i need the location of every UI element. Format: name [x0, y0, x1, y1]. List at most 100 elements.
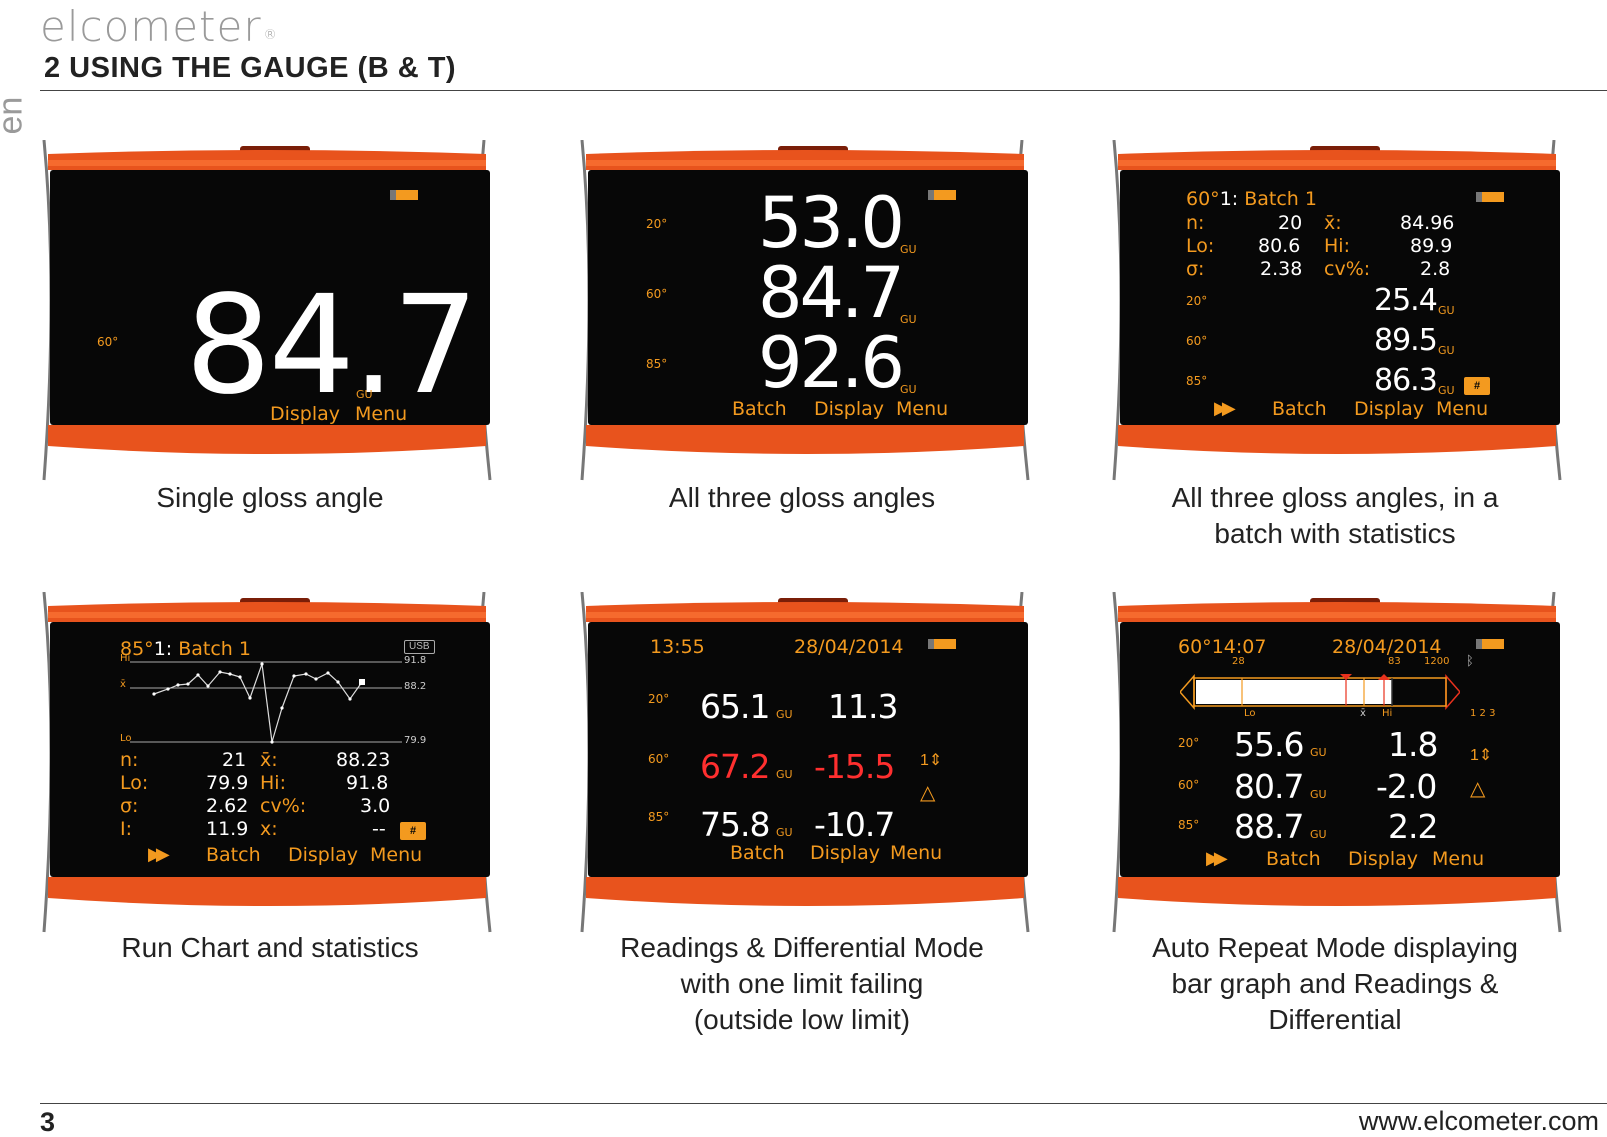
softkey-display[interactable]: Display: [1348, 848, 1419, 870]
softkey-display[interactable]: Display: [810, 842, 881, 864]
scale-label: 28: [1232, 656, 1245, 667]
header-divider: [40, 90, 1607, 91]
softkey-batch[interactable]: Batch: [206, 844, 261, 866]
usb-icon: USB: [404, 640, 435, 654]
softkey-batch[interactable]: Batch: [1266, 848, 1321, 870]
stat-n-label: n:: [1186, 212, 1205, 234]
angle-label: 85°: [646, 357, 668, 371]
unit-label: GU: [1310, 828, 1327, 841]
softkey-batch[interactable]: Batch: [730, 842, 785, 864]
batch-folder-icon: #: [1464, 377, 1490, 395]
batch-folder-icon: #: [400, 822, 426, 840]
batch-title: 85°1: Batch 1: [120, 638, 251, 660]
softkey-menu[interactable]: Menu: [1436, 398, 1489, 420]
caption-single-angle: Single gloss angle: [156, 482, 384, 513]
battery-icon: [390, 190, 418, 200]
gauge-screen: 13:55 28/04/2014 20° 65.1 GU 11.3 60° 67…: [588, 622, 1028, 877]
softkey-menu[interactable]: Menu: [355, 403, 408, 425]
softkey-menu[interactable]: Menu: [370, 844, 423, 866]
device-three-angles: 20° 53.0 GU 60° 84.7 GU 85° 92.6 GU Batc…: [578, 140, 1038, 485]
caption-auto-repeat: Auto Repeat Mode displaying bar graph an…: [1100, 930, 1570, 1038]
caption-line: Readings & Differential Mode: [620, 932, 984, 963]
clock-time: 13:55: [650, 636, 705, 658]
stat-sd-value: 2.38: [1260, 258, 1303, 280]
diff-value: 2.2: [1388, 807, 1438, 846]
gauge-bezel: [42, 140, 492, 481]
stat-cv-label: cv%:: [1324, 258, 1371, 280]
elcometer-logo: elcometer®: [40, 2, 278, 51]
diff-value: 1.8: [1388, 725, 1438, 764]
softkey-menu[interactable]: Menu: [896, 398, 949, 420]
stat-x-label: x:: [260, 818, 278, 840]
differential-triangle-icon: △: [1470, 778, 1486, 800]
run-points: [152, 662, 365, 744]
angle-label: 20°: [646, 217, 668, 231]
reading-value: 80.7: [1234, 767, 1304, 806]
website-link[interactable]: www.elcometer.com: [1358, 1106, 1599, 1136]
gauge-bezel: [42, 592, 492, 933]
softkey-batch[interactable]: Batch: [732, 398, 787, 420]
footer-divider: [40, 1103, 1607, 1104]
stat-hi-value: 89.9: [1410, 235, 1453, 257]
device-single-angle: 60° 84.7 GU Display Menu: [40, 140, 500, 485]
stat-x-value: --: [372, 818, 386, 840]
bar-graph: [1180, 674, 1460, 710]
unit-label: GU: [900, 383, 917, 396]
differential-triangle-icon: △: [920, 782, 936, 804]
stat-hi-value: 91.8: [346, 772, 389, 794]
fast-forward-icon[interactable]: ▶▶: [1206, 848, 1228, 868]
softkey-display[interactable]: Display: [270, 403, 341, 425]
chart-mean-value: 88.2: [404, 681, 427, 692]
angle-label: 60°: [1186, 334, 1208, 348]
fast-forward-icon[interactable]: ▶▶: [1214, 398, 1236, 418]
stat-lo-value: 80.6: [1258, 235, 1301, 257]
softkey-display[interactable]: Display: [288, 844, 359, 866]
stat-lo-label: Lo:: [120, 772, 149, 794]
gauge-screen: 60°1: Batch 1 n: 20 x̄: 84.96 Lo: 80.6 H…: [1120, 170, 1560, 425]
diff-value: -2.0: [1376, 767, 1437, 806]
caption-run-chart: Run Chart and statistics: [121, 932, 419, 963]
angle-label: 20°: [648, 692, 670, 706]
stat-lo-value: 79.9: [206, 772, 249, 794]
fast-forward-icon[interactable]: ▶▶: [148, 844, 170, 864]
diff-value-fail: -15.5: [814, 747, 895, 786]
angle-label: 60°: [97, 335, 119, 349]
clock-date: 28/04/2014: [794, 636, 904, 658]
reading-value: 55.6: [1234, 725, 1304, 764]
chart-mean-label: x̄: [120, 679, 126, 690]
angle-label: 20°: [1178, 736, 1200, 750]
stat-i-value: 11.9: [206, 818, 249, 840]
diff-value: 11.3: [828, 687, 898, 726]
reading-value: 89.5: [1374, 323, 1438, 358]
softkey-batch[interactable]: Batch: [1272, 398, 1327, 420]
battery-icon: [1476, 639, 1504, 649]
gauge-screen: 85°1: Batch 1 USB Hi x̄ Lo 91.8 88.2 79.…: [50, 622, 490, 877]
softkey-display[interactable]: Display: [814, 398, 885, 420]
unit-label: GU: [1438, 344, 1455, 357]
softkey-display[interactable]: Display: [1354, 398, 1425, 420]
stat-n-value: 20: [1278, 212, 1303, 234]
stat-sd-label: σ:: [1186, 258, 1205, 280]
stat-i-label: I:: [120, 818, 133, 840]
angle-label: 85°: [1178, 818, 1200, 832]
unit-label: GU: [776, 826, 793, 839]
clock-date: 28/04/2014: [1332, 636, 1442, 658]
section-title: 2 USING THE GAUGE (B & T): [44, 52, 457, 84]
diff-value: -10.7: [814, 805, 895, 844]
softkey-menu[interactable]: Menu: [890, 842, 943, 864]
angle-label: 60°: [1178, 778, 1200, 792]
stat-cv-label: cv%:: [260, 795, 307, 817]
angle-time: 60°14:07: [1178, 636, 1267, 658]
scale-label: 83: [1388, 656, 1401, 667]
stat-sd-value: 2.62: [206, 795, 249, 817]
angle-label: 85°: [648, 810, 670, 824]
chart-hi-value: 91.8: [404, 655, 427, 666]
caption-line: Differential: [1268, 1004, 1402, 1035]
run-line: [153, 663, 363, 743]
reading-value: 75.8: [700, 805, 770, 844]
stat-hi-label: Hi:: [1324, 235, 1350, 257]
page-number: 3: [40, 1107, 56, 1137]
stat-lo-label: Lo:: [1186, 235, 1215, 257]
chart-hi-label: Hi: [120, 653, 131, 664]
softkey-menu[interactable]: Menu: [1432, 848, 1485, 870]
